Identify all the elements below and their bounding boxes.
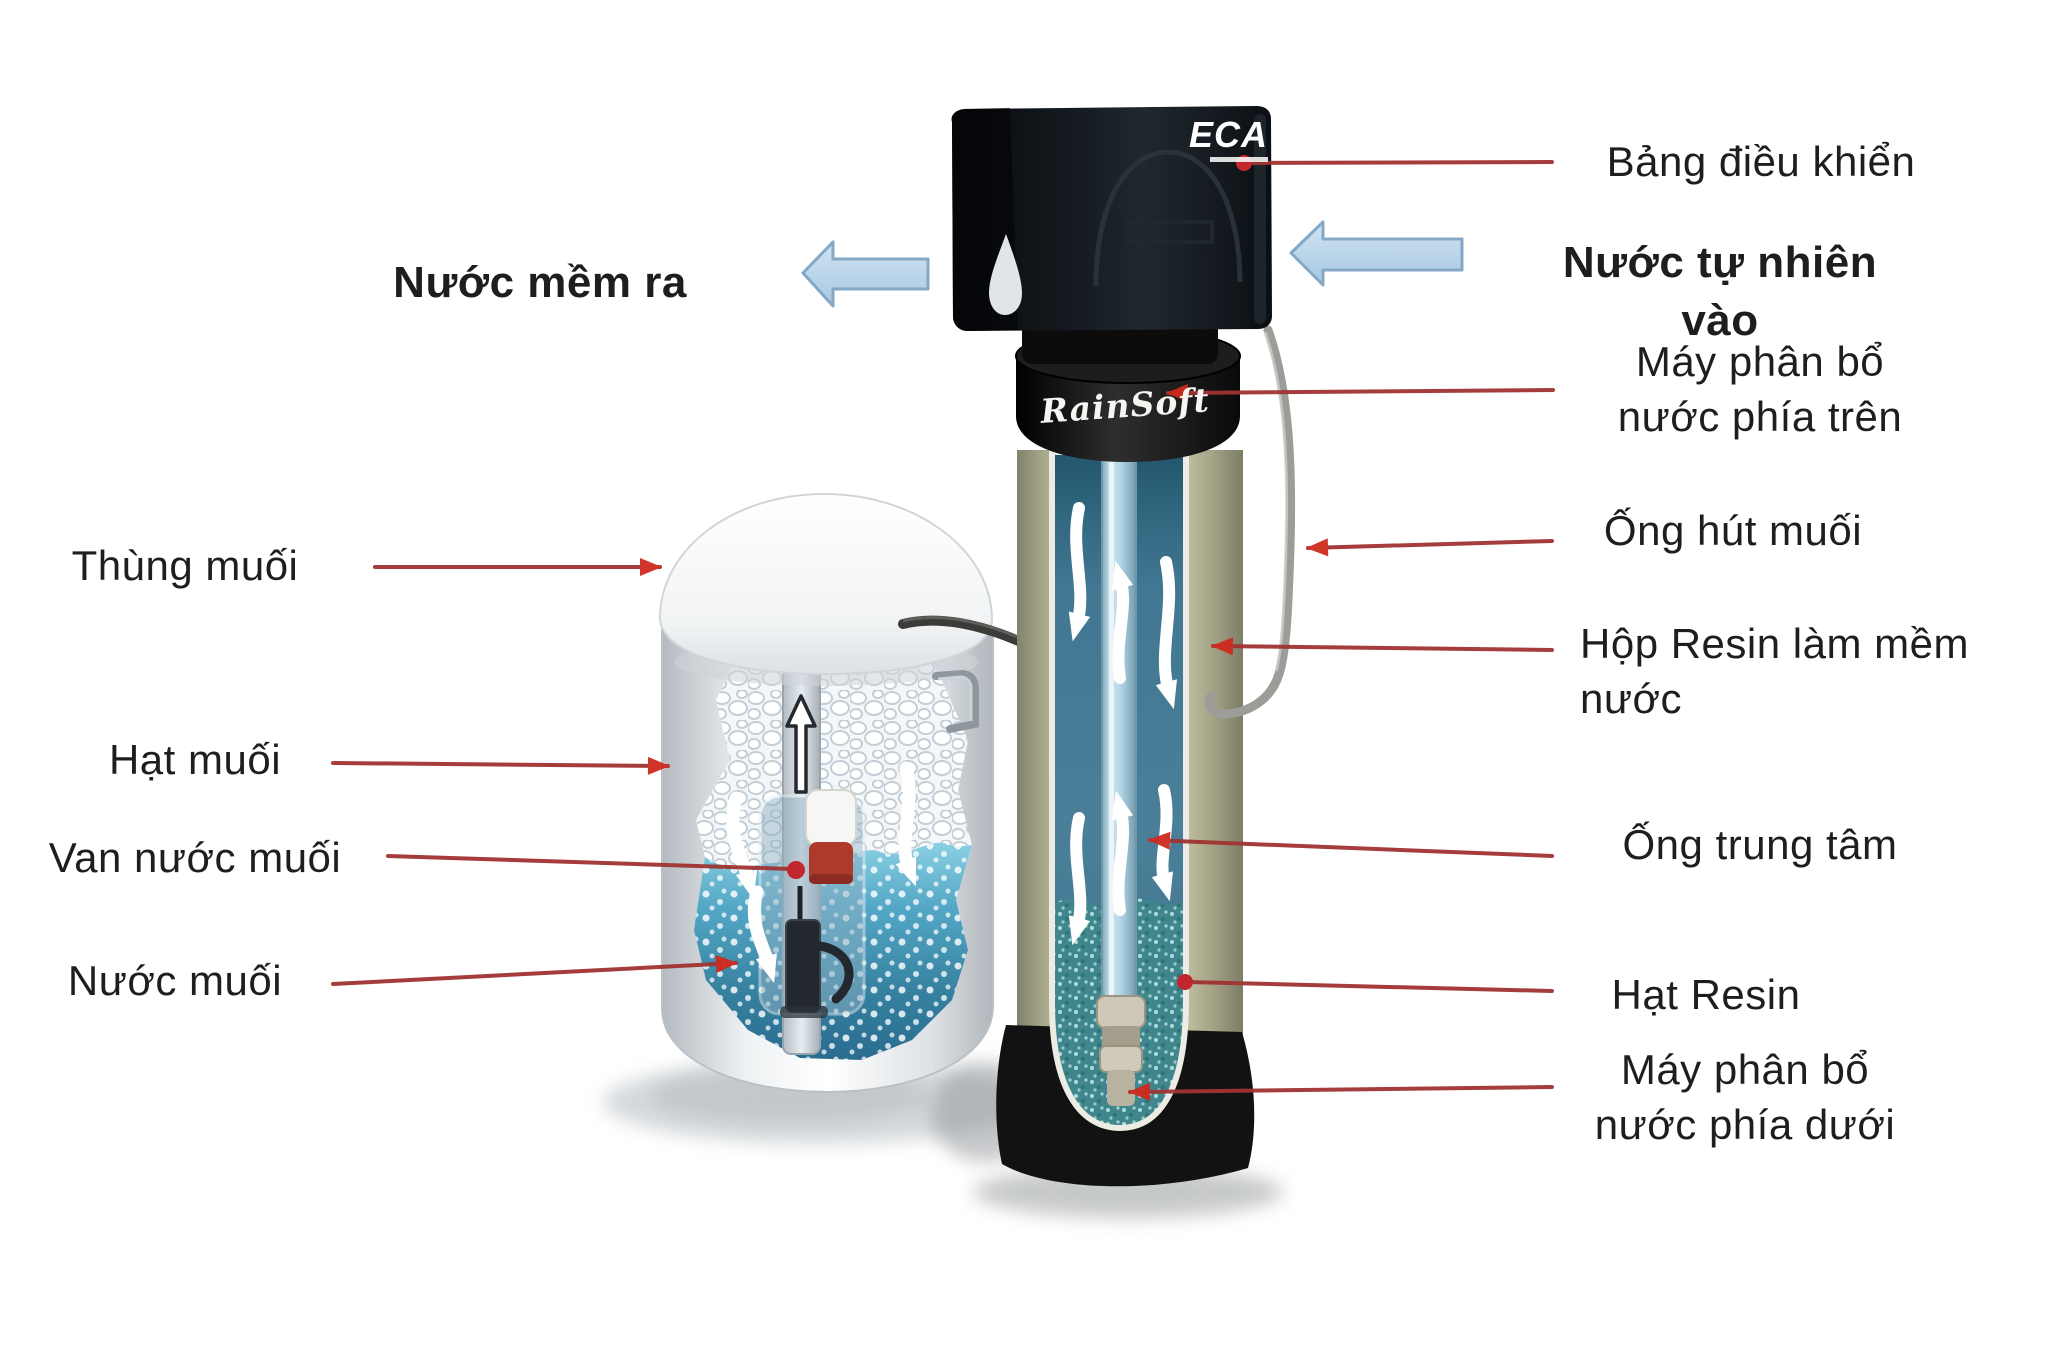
label-ong-trung-tam: Ống trung tâm (1622, 821, 1898, 868)
control-head (951, 106, 1272, 364)
leader-van-nuoc-muoi (386, 854, 794, 871)
resin-tank (996, 328, 1255, 1187)
bottom-distributor (1096, 995, 1146, 1106)
eca-logo: ECA (1188, 114, 1268, 162)
leader-lines (331, 160, 1555, 1101)
center-tube (1101, 452, 1137, 1009)
label-hat-resin: Hạt Resin (1611, 971, 1801, 1018)
leader-ong-hut-muoi (1306, 538, 1554, 557)
label-may-phan-bo-duoi: Máy phân bổ nước phía dưới (1594, 1046, 1896, 1149)
label-may-phan-bo-tren: Máy phân bổ nước phía trên (1617, 338, 1903, 441)
eca-logo-underline (1210, 157, 1268, 162)
control-head-shell (951, 106, 1272, 331)
label-hat-muoi: Hạt muối (108, 736, 282, 783)
salt-tank-handle (932, 669, 979, 733)
label-van-nuoc-muoi: Van nước muối (48, 834, 342, 881)
leader-bang-dieu-khien (1246, 160, 1554, 165)
leader-hat-muoi (331, 756, 670, 775)
brine-up-arrow (785, 694, 817, 794)
brine-float-valve (780, 789, 857, 1018)
label-nuoc-tu-nhien-vao: Nước tự nhiên vào (1562, 238, 1878, 346)
leader-nuoc-muoi (331, 955, 738, 986)
leader-may-phan-bo-duoi (1128, 1082, 1554, 1101)
salt-tank-lid (658, 492, 994, 676)
leader-hop-resin (1211, 637, 1554, 656)
natural-water-in-arrow (1289, 220, 1464, 287)
display-arch-outline (1093, 149, 1243, 287)
leader-ong-trung-tam (1148, 831, 1554, 858)
droplet-icon (989, 234, 1022, 315)
label-hop-resin: Hộp Resin làm mềm nước (1580, 620, 1969, 723)
soft-water-out-arrow (801, 240, 930, 308)
window-rim (1049, 449, 1189, 1132)
flow-arrow-shapes (801, 220, 1464, 308)
salt-flow-arrows (726, 761, 917, 984)
label-ong-hut-muoi: Ống hút muối (1603, 507, 1863, 554)
leader-may-phan-bo-tren (1166, 383, 1555, 402)
salt-tank (658, 492, 994, 1094)
label-thung-muoi: Thùng muối (71, 542, 299, 589)
label-nuoc-muoi: Nước muối (67, 957, 283, 1004)
label-bang-dieu-khien: Bảng điều khiển (1606, 138, 1916, 185)
leader-hat-resin (1186, 980, 1554, 993)
label-nuoc-mem-ra: Nước mềm ra (393, 258, 687, 307)
